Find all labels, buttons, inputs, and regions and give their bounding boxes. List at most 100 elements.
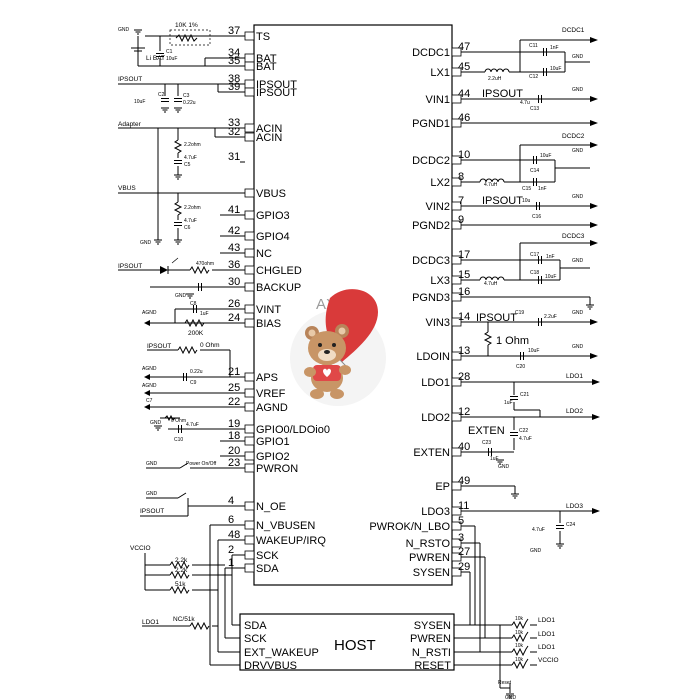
gnd-symbol [173, 239, 183, 245]
c1-label: C1 [166, 49, 173, 55]
agnd-arrow-2 [144, 374, 150, 380]
pin-label: APS [256, 372, 278, 384]
pin-number: 23 [228, 457, 240, 469]
reset-switch-label: Reset [498, 680, 512, 686]
host-block [239, 613, 455, 671]
gnd-symbol [173, 174, 183, 180]
pin-number: 5 [458, 515, 464, 527]
gnd-label: GND [146, 461, 158, 467]
pin-number: 37 [228, 25, 240, 37]
agnd-label-3: AGND [142, 383, 157, 389]
pin-number: 43 [228, 242, 240, 254]
pin-number: 29 [458, 561, 470, 573]
pin-number: 45 [458, 61, 470, 73]
r0ohm-value: 0 Ohm [200, 342, 220, 349]
c3-value: 0.22u [183, 100, 196, 106]
pin-label: GPIO0/LDOio0 [256, 424, 330, 436]
pgnd2-arrow [590, 222, 598, 228]
pin-number: 16 [458, 286, 470, 298]
chip-pin-unnamed: 31 [228, 151, 245, 163]
r-2k2-b [169, 570, 190, 580]
chip-pin-vbus: VBUS [240, 188, 286, 200]
gnd-symbol [133, 29, 143, 35]
ipsout-rail-label-4: IPSOUT [140, 508, 164, 515]
pin-label: PGND1 [412, 118, 450, 130]
c11-value: 1nF [550, 45, 559, 51]
pin-number: 44 [458, 88, 470, 100]
pin-number: 31 [228, 151, 240, 163]
c2-value: 10uF [134, 99, 145, 105]
ipsout-rail-label-2: IPSOUT [118, 263, 142, 270]
pin-label: LX1 [430, 67, 450, 79]
agnd-arrow-1 [144, 320, 150, 326]
c20-label: C20 [516, 364, 525, 370]
vbus-rail-label: VBUS [118, 185, 136, 192]
c22-label: C22 [519, 428, 528, 434]
pin-number: 48 [228, 529, 240, 541]
pin-label: SCK [256, 550, 279, 562]
pin-label: IPSOUT [256, 79, 297, 91]
l3-value: 4.7uH [484, 281, 498, 287]
pin-label: LX2 [430, 177, 450, 189]
c15-value: 1nF [538, 186, 547, 192]
c22-value: 4.7uF [519, 436, 532, 442]
gnd-label: GND [572, 54, 584, 60]
agnd-arrow-4 [144, 404, 150, 410]
r-led-value: 470ohm [196, 261, 214, 267]
pin-number: 40 [458, 441, 470, 453]
pin-number: 35 [228, 55, 240, 67]
l1-value: 2.2uH [488, 76, 502, 82]
vin1-arrow [590, 96, 598, 102]
c13-label: C13 [530, 106, 539, 112]
pin-number: 17 [458, 249, 470, 261]
dcdc3-arrow [590, 240, 598, 246]
pin-number: 15 [458, 269, 470, 281]
c10-label: C10 [174, 437, 183, 443]
c13-value: 4.7u [520, 100, 530, 106]
gnd-label: GND [572, 258, 584, 264]
host-pin-sda: SDA [244, 620, 267, 632]
pin-number: 24 [228, 312, 240, 324]
pin-label: IPSOUT [256, 87, 297, 99]
c18-value: 10uF [545, 274, 556, 280]
pin-number: 46 [458, 112, 470, 124]
pin-number: 7 [458, 195, 464, 207]
r-2k2-a-value: 2.2k [175, 557, 188, 564]
r1ohm-value: 1 Ohm [496, 335, 529, 347]
l2-inductor [479, 178, 505, 183]
host-label: HOST [334, 637, 376, 654]
chip-pin-n-rsto: 3N_RSTO [406, 532, 466, 550]
pin-label: PWROK/N_LBO [369, 521, 450, 533]
gnd-symbol [160, 107, 170, 113]
r-10k-1 [511, 618, 529, 630]
vin2-arrow [590, 203, 598, 209]
pin-label: LDO1 [421, 377, 450, 389]
c11-label: C11 [529, 43, 538, 49]
gnd-label: GND [572, 194, 584, 200]
pin-number: 38 [228, 73, 240, 85]
ntc-dashed-box [169, 29, 211, 46]
ldoin-arrow [590, 353, 598, 359]
r-51k [169, 585, 190, 595]
dcdc1-rail-label: DCDC1 [562, 27, 585, 34]
c1-value: 10uF [166, 56, 177, 62]
pin-label: CHGLED [256, 265, 302, 277]
r-51k-value: 51k [175, 581, 186, 588]
ipsout-vin2-label: IPSOUT [482, 195, 523, 207]
right-peripheral-circuits: DCDC1 C11 1nF C12 10uF GND 2.2uH IPSOUT … [454, 27, 600, 700]
pin-label: N_OE [256, 501, 286, 513]
l2-value: 4.7uH [484, 182, 498, 188]
c5-capacitor [173, 160, 183, 164]
l1-inductor [484, 68, 510, 73]
gnd-symbol [153, 425, 163, 431]
